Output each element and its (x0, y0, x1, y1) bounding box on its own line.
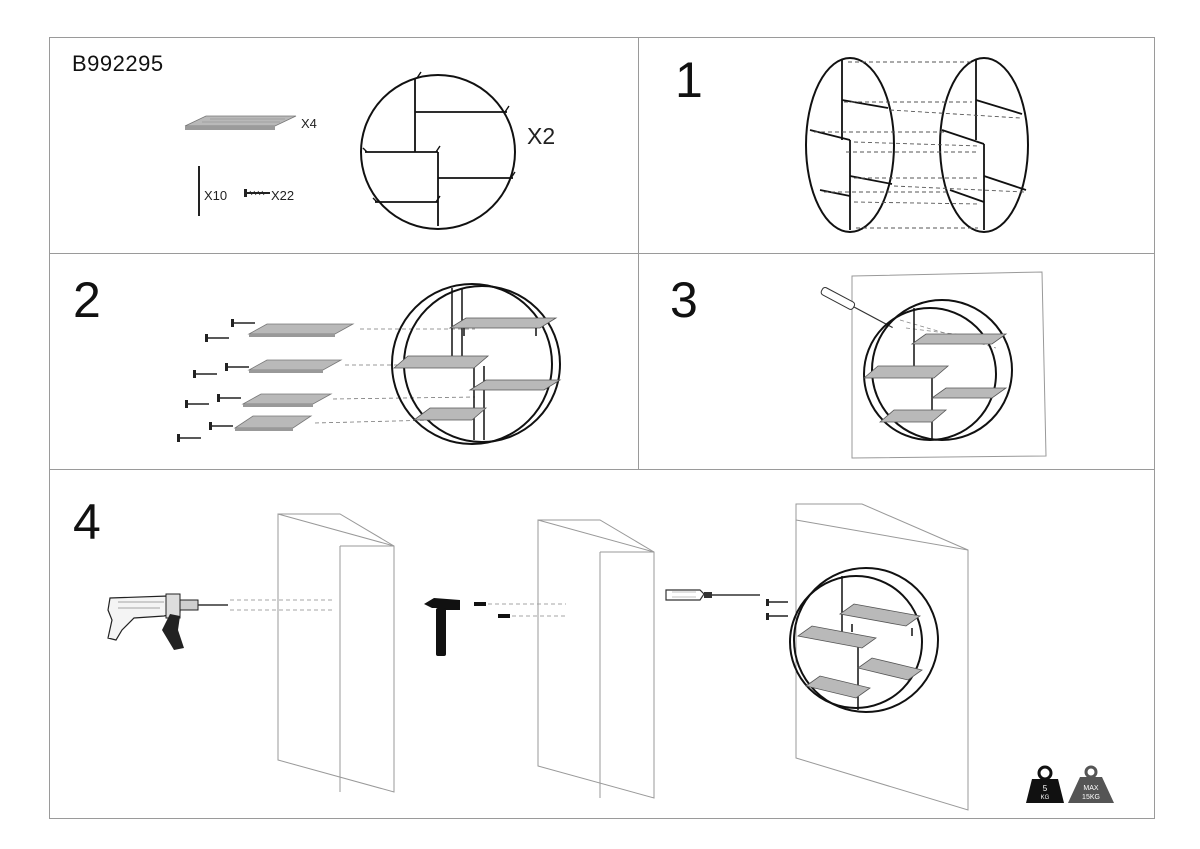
column-divider (638, 37, 639, 469)
anchor-insert-icons (474, 602, 566, 618)
step-4-number: 4 (73, 494, 101, 550)
shelf-board-icon (184, 115, 297, 130)
hammer-icon (424, 598, 460, 656)
final-mounted-shelf (789, 503, 969, 811)
shelf-weight-unit: KG (1040, 795, 1050, 801)
screw-quantity: X22 (271, 188, 295, 203)
max-weight-label: MAX (1083, 785, 1099, 792)
frame-quantity: X2 (527, 123, 556, 149)
screw-icon (244, 189, 270, 197)
kettlebell-icon (1026, 765, 1064, 803)
screwdriver-icon (665, 589, 788, 620)
product-code: B992295 (72, 51, 164, 76)
anchor-quantity: X10 (204, 188, 228, 203)
round-frame-drawing (360, 71, 516, 230)
drill-guide-lines (230, 599, 334, 611)
step-2-shelves-and-screws (177, 319, 476, 442)
wall-anchor-icon (198, 166, 200, 216)
step-1-number: 1 (675, 52, 703, 108)
max-weight-badge: MAX 15KG (1068, 765, 1114, 803)
max-weight-value: 15KG (1082, 794, 1100, 801)
shelf-weight-value: 5 (1042, 784, 1048, 793)
row-divider-2 (49, 469, 1155, 470)
drill-icon (107, 593, 228, 650)
wall-block-2 (537, 519, 655, 799)
weight-per-shelf-badge: 5 KG (1026, 765, 1064, 803)
step-2-number: 2 (73, 272, 101, 328)
wall-block-1 (277, 513, 395, 793)
weight-icon (1068, 765, 1114, 803)
row-divider-1 (49, 253, 1155, 254)
step-3-number: 3 (670, 272, 698, 328)
step-2-frame-with-shelves (391, 283, 562, 445)
step-1-frames-alignment (805, 57, 1029, 233)
shelf-quantity: X4 (301, 116, 317, 131)
step-3-frame-on-wall (820, 271, 1047, 459)
sheet-border (49, 37, 1155, 819)
